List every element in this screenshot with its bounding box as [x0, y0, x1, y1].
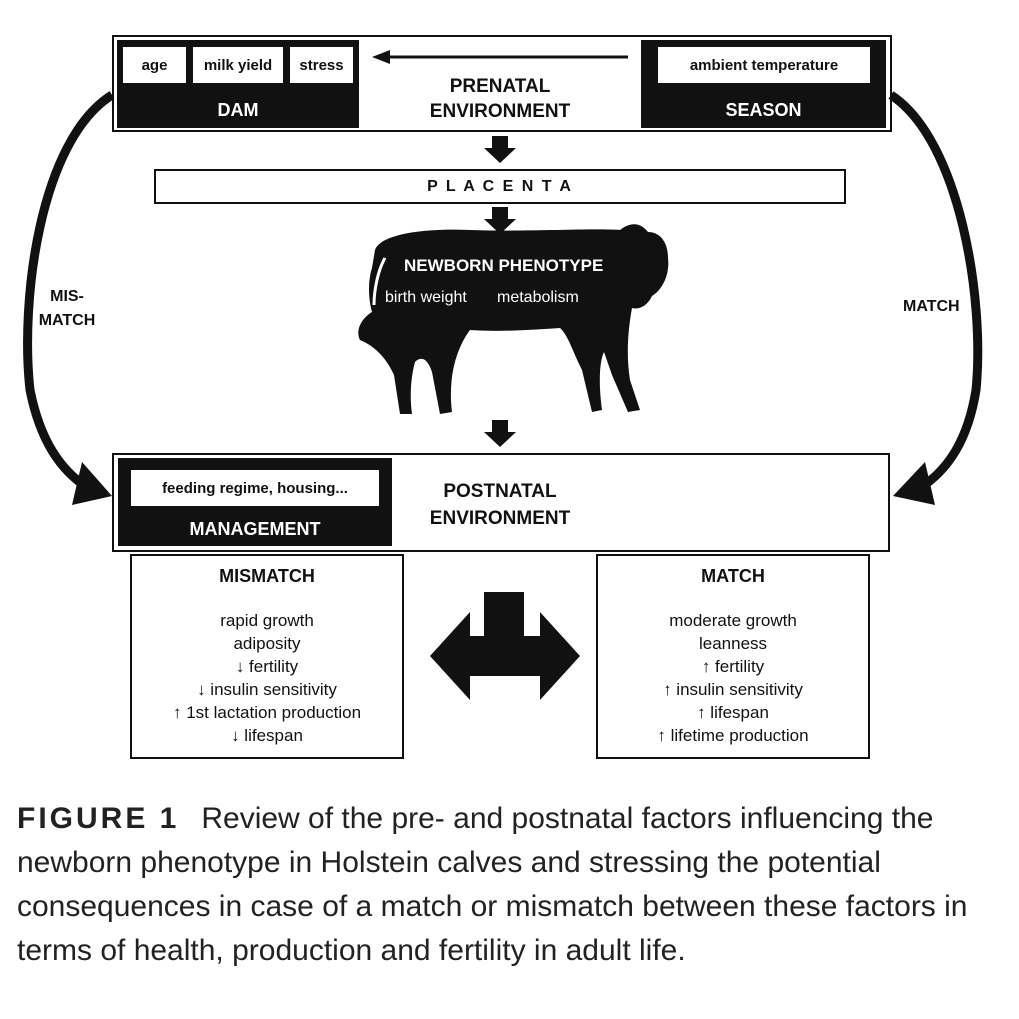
newborn-trait-birth-weight: birth weight — [385, 289, 467, 306]
season-factor-ambient-temperature: ambient temperature — [656, 45, 872, 85]
newborn-phenotype-title: NEWBORN PHENOTYPE — [404, 256, 604, 275]
match-outcome-box: MATCH moderate growth leanness ↑ fertili… — [596, 554, 870, 759]
postnatal-title-line1: POSTNATAL — [443, 481, 557, 502]
mismatch-outcome-list: rapid growth adiposity ↓ fertility ↓ ins… — [132, 609, 402, 747]
prenatal-environment-box — [112, 35, 892, 132]
management-label: MANAGEMENT — [189, 519, 321, 539]
dam-factor-age: age — [121, 45, 188, 85]
down-arrow-2 — [484, 207, 516, 234]
figure-caption-text: Review of the pre- and postnatal factors… — [17, 802, 968, 967]
left-curved-arrow — [23, 91, 115, 492]
season-to-dam-arrowhead — [372, 50, 390, 64]
mismatch-item: adiposity — [233, 634, 301, 653]
prenatal-title: PRENATAL ENVIRONMENT — [380, 74, 620, 124]
mismatch-item: ↓ lifespan — [231, 726, 303, 745]
match-item: ↑ fertility — [701, 657, 765, 676]
placenta-box: P L A C E N T A — [154, 169, 846, 204]
mismatch-item: rapid growth — [220, 611, 314, 630]
mismatch-side-label: MIS- MATCH — [22, 285, 112, 333]
mismatch-item: ↓ insulin sensitivity — [197, 680, 337, 699]
match-item: ↑ insulin sensitivity — [663, 680, 803, 699]
double-headed-arrow — [430, 592, 580, 700]
match-item: ↑ lifespan — [697, 703, 769, 722]
dam-label: DAM — [217, 100, 259, 120]
right-curved-arrow — [888, 91, 983, 492]
down-arrow-3 — [484, 420, 516, 447]
mismatch-item: ↓ fertility — [235, 657, 299, 676]
match-side-label: MATCH — [903, 298, 960, 315]
postnatal-environment-box — [112, 453, 890, 552]
dam-factor-stress: stress — [288, 45, 355, 85]
management-factor: feeding regime, housing... — [129, 468, 381, 508]
match-outcome-list: moderate growth leanness ↑ fertility ↑ i… — [598, 609, 868, 747]
prenatal-title-line1: PRENATAL — [449, 76, 551, 97]
match-item: leanness — [698, 634, 768, 653]
mismatch-outcome-title: MISMATCH — [219, 566, 315, 586]
newborn-trait-metabolism: metabolism — [497, 289, 579, 306]
match-item: moderate growth — [669, 611, 797, 630]
match-item: ↑ lifetime production — [657, 726, 809, 745]
season-label: SEASON — [725, 100, 802, 120]
down-arrow-1 — [484, 136, 516, 163]
mismatch-side-label-line1: MIS- — [50, 288, 84, 305]
right-curved-arrowhead — [893, 462, 935, 505]
left-curved-arrowhead — [72, 462, 112, 505]
mismatch-outcome-box: MISMATCH rapid growth adiposity ↓ fertil… — [130, 554, 404, 759]
prenatal-title-line2: ENVIRONMENT — [429, 101, 571, 122]
mismatch-side-label-line2: MATCH — [38, 312, 96, 329]
postnatal-title-line2: ENVIRONMENT — [429, 508, 571, 529]
dam-factor-milk-yield: milk yield — [191, 45, 285, 85]
postnatal-title: POSTNATAL ENVIRONMENT — [395, 478, 605, 532]
match-outcome-title: MATCH — [701, 566, 765, 586]
calf-silhouette — [358, 224, 669, 414]
figure-label: FIGURE 1 — [17, 802, 180, 835]
mismatch-item: ↑ 1st lactation production — [172, 703, 362, 722]
